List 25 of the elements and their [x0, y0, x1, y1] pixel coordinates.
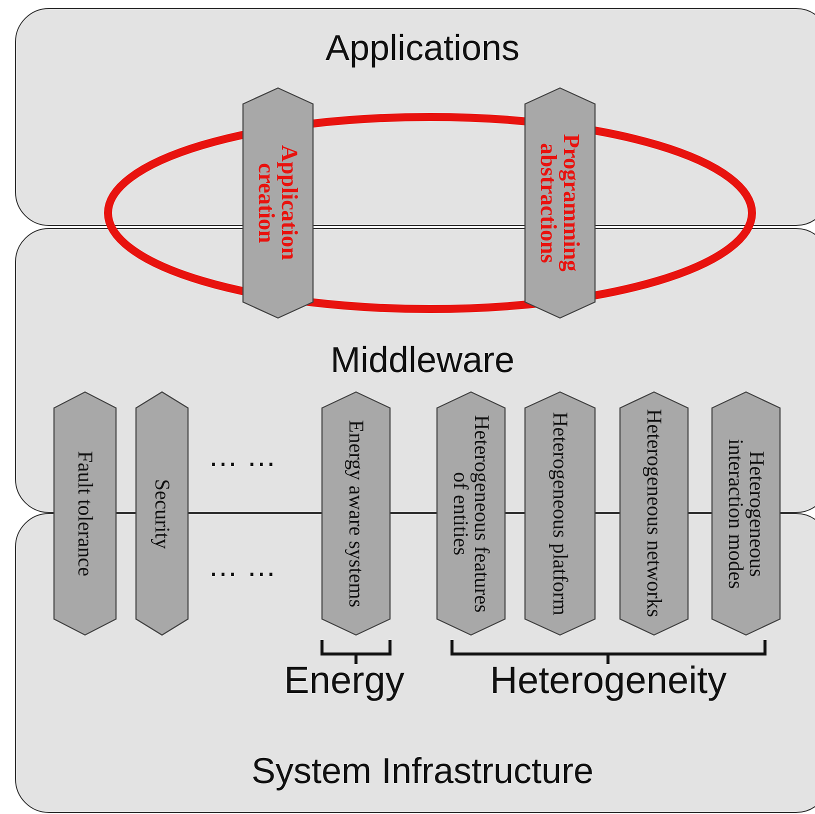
- hexagon-bar: [712, 392, 780, 635]
- hexagon-bar: [525, 88, 595, 318]
- hexagon-bar: [136, 392, 188, 635]
- hexagon-bar: [322, 392, 390, 635]
- hexagon-bar: [620, 392, 688, 635]
- hexagon-bar: [437, 392, 505, 635]
- hexagon-bar: [54, 392, 116, 635]
- bar-label: Heterogeneous interaction modes: [725, 438, 767, 590]
- bar-label: Security: [152, 478, 172, 548]
- bar-label: Energy aware systems: [346, 420, 366, 608]
- layer-title: Middleware: [330, 339, 515, 381]
- label-text: Energy: [284, 660, 404, 703]
- bar-label: Application creation: [255, 144, 301, 263]
- bar-label: Heterogeneous networks: [644, 409, 664, 618]
- bar-label: Programming abstractions: [537, 133, 583, 274]
- label-text: … …: [208, 440, 276, 474]
- hexagon-bar: [525, 392, 595, 635]
- layer-title: Applications: [325, 27, 520, 69]
- hexagon-bar: [243, 88, 313, 318]
- label-text: Heterogeneity: [490, 660, 727, 703]
- bar-label: Fault tolerance: [74, 450, 96, 576]
- label-text: … …: [208, 550, 276, 584]
- layer-title: System Infrastructure: [251, 750, 594, 792]
- bar-label: Heterogeneous platform: [550, 412, 570, 616]
- bar-label: Heterogeneous features of entities: [450, 414, 492, 614]
